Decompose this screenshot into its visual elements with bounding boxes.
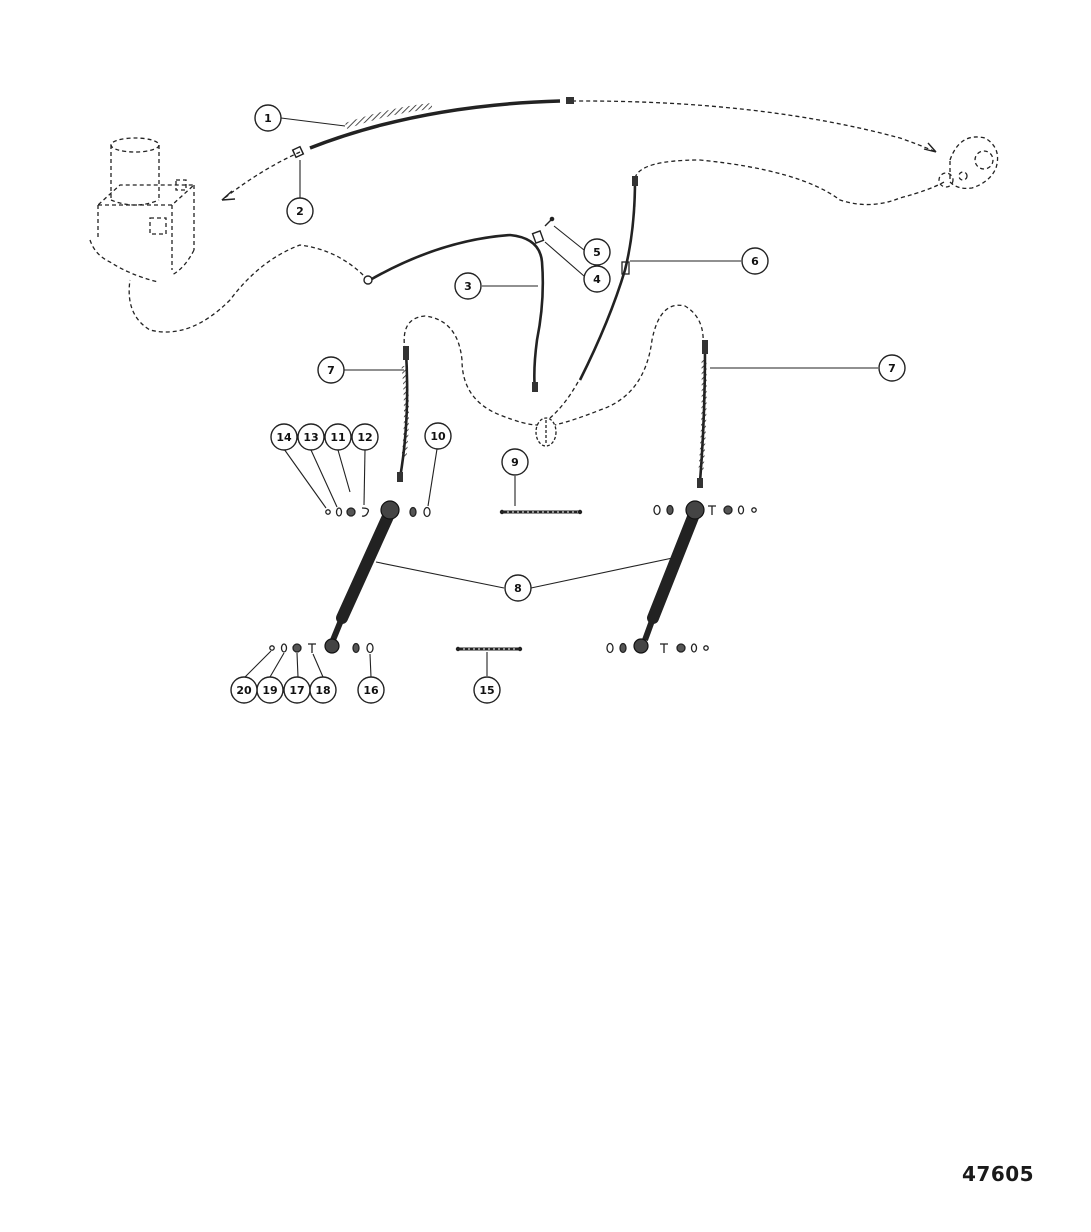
svg-text:15: 15 [479,684,494,697]
tube-9 [499,509,583,515]
callout-8: 8 [504,574,532,602]
callout-3: 3 [454,272,482,300]
svg-text:20: 20 [236,684,252,697]
svg-text:2: 2 [296,205,304,218]
callout-18: 18 [309,676,337,704]
callout-9: 9 [501,448,529,476]
hose-7-left [397,346,409,482]
callout-6: 6 [741,247,769,275]
hardware-lower-right [606,642,709,654]
hose-3 [363,233,545,392]
svg-text:12: 12 [357,431,372,444]
callout-15: 15 [473,676,501,704]
svg-text:9: 9 [511,456,519,469]
tube-15 [455,646,523,652]
svg-text:18: 18 [315,684,330,697]
tee-fitting [535,417,557,447]
hardware-upper-right [653,504,757,516]
callout-bubbles: 1 2 3 4 5 6 7 7 8 9 10 11 12 13 14 15 16… [230,104,906,704]
svg-text:8: 8 [514,582,522,595]
svg-text:3: 3 [464,280,472,293]
callout-10: 10 [424,422,452,450]
svg-text:7: 7 [888,362,896,375]
svg-text:19: 19 [262,684,277,697]
callout-19: 19 [256,676,284,704]
cylinder-8-left [324,500,400,654]
leader-lines [244,117,878,678]
svg-text:13: 13 [303,431,318,444]
hardware-lower-left [269,642,374,654]
direction-arrows [221,142,937,201]
svg-text:4: 4 [593,273,601,286]
callout-1: 1 [254,104,282,132]
svg-text:1: 1 [264,112,272,125]
cylinder-8-right [633,500,705,654]
fittings-4-5 [531,216,555,244]
callout-16: 16 [357,676,385,704]
figure-number: 47605 [962,1162,1035,1186]
routing-lines [128,100,945,426]
callout-7-left: 7 [317,356,345,384]
callout-20: 20 [230,676,258,704]
helm-unit [938,136,999,190]
svg-text:6: 6 [751,255,759,268]
hose-6 [578,176,638,381]
hose-7-right [697,340,708,488]
svg-text:11: 11 [330,431,345,444]
callout-14: 14 [270,423,298,451]
fitting-2 [291,145,305,159]
svg-text:5: 5 [593,246,601,259]
svg-text:10: 10 [430,430,446,443]
callout-2: 2 [286,197,314,225]
callout-11: 11 [324,423,352,451]
svg-text:17: 17 [289,684,304,697]
callout-5: 5 [583,238,611,266]
svg-text:14: 14 [276,431,292,444]
pump-reservoir [89,137,196,283]
hardware-upper-left [325,506,431,518]
svg-text:16: 16 [363,684,379,697]
callout-17: 17 [283,676,311,704]
svg-text:7: 7 [327,364,335,377]
callout-7-right: 7 [878,354,906,382]
callout-4: 4 [583,265,611,293]
callout-12: 12 [351,423,379,451]
callout-13: 13 [297,423,325,451]
hose-1 [309,97,574,150]
